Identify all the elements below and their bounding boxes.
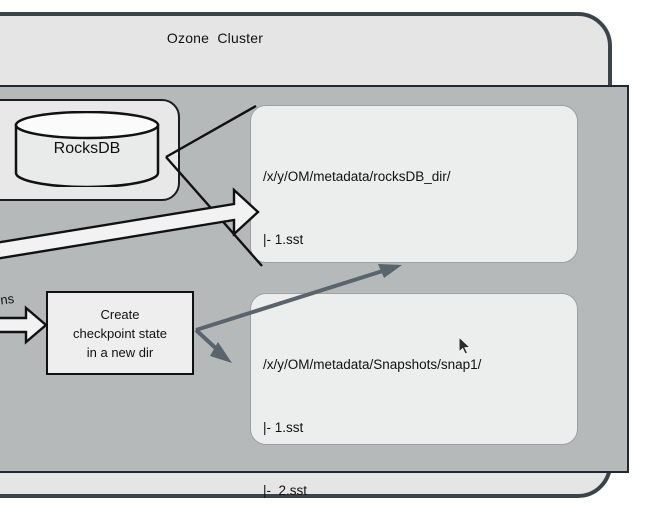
rocksdb-dir-path: /x/y/OM/metadata/rocksDB_dir/	[263, 169, 451, 184]
mouse-cursor-icon	[458, 335, 472, 356]
create-checkpoint-line2: checkpoint state	[73, 325, 167, 341]
om-side-label-line2: tions	[0, 290, 15, 310]
rocksdb-dir-entry: |- 1.sst	[263, 232, 304, 247]
snapshot-dir-listing: /x/y/OM/metadata/Snapshots/snap1/ |- 1.s…	[263, 312, 481, 510]
snapshot-dir-entry: |- 2.sst	[263, 483, 308, 498]
create-checkpoint-box: Create checkpoint state in a new dir	[46, 291, 194, 375]
rocksdb-dir-box: /x/y/OM/metadata/rocksDB_dir/ |- 1.sst |…	[250, 105, 578, 436]
snapshot-dir-entry: |- 1.sst	[263, 420, 304, 435]
snapshot-dir-path: /x/y/OM/metadata/Snapshots/snap1/	[263, 357, 482, 372]
snapshot-dir-box: /x/y/OM/metadata/Snapshots/snap1/ |- 1.s…	[250, 293, 578, 498]
create-checkpoint-line3: in a new dir	[86, 344, 154, 360]
database-cylinder-icon	[14, 110, 160, 189]
create-checkpoint-line1: Create	[100, 306, 140, 322]
ozone-cluster-title: Ozone Cluster	[166, 30, 264, 46]
rocksdb-label: RocksDB	[53, 140, 121, 157]
